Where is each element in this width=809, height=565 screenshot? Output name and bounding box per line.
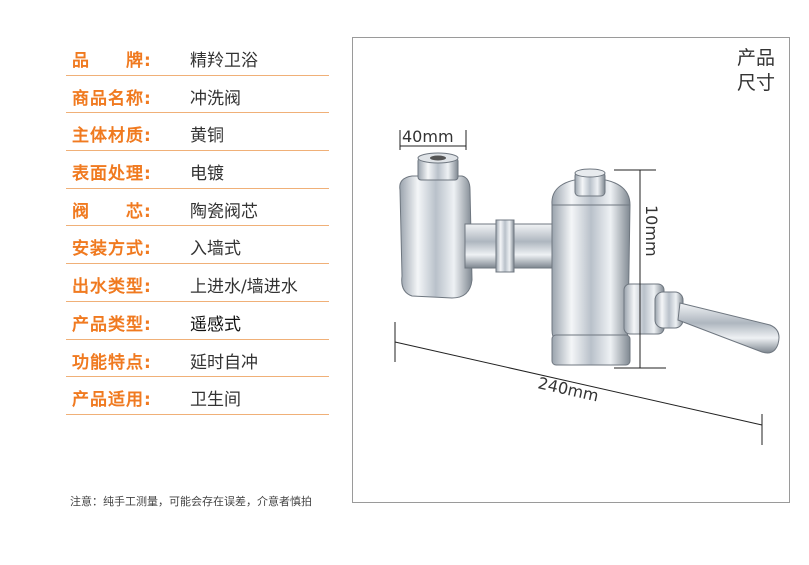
spec-label: 功能特点: [72, 352, 152, 373]
spec-value: 电镀 [190, 164, 224, 185]
dim-label-height: 10mm [642, 205, 661, 257]
spec-label: 产品适用: [72, 390, 152, 411]
spec-label: 阀 芯: [72, 201, 152, 222]
size-title: 产品 尺寸 [737, 46, 787, 96]
spec-value: 延时自冲 [190, 352, 258, 373]
spec-label: 产品类型: [72, 314, 152, 335]
spec-value: 入墙式 [190, 239, 241, 260]
measurement-note: 注意：纯手工测量，可能会存在误差，介意者慎拍 [70, 495, 312, 508]
size-title-line2: 尺寸 [737, 72, 776, 94]
spec-row-brand: 品 牌: 精羚卫浴 [66, 38, 329, 76]
dim-label-length: 240mm [536, 373, 600, 405]
product-photo-frame [352, 37, 790, 503]
spec-label: 品 牌: [72, 51, 152, 71]
spec-row-product-type: 产品类型: 遥感式 [66, 302, 329, 340]
spec-label: 出水类型: [72, 277, 152, 298]
spec-row-material: 主体材质: 黄铜 [66, 113, 329, 152]
spec-label: 主体材质: [72, 126, 152, 147]
spec-label: 表面处理: [72, 164, 152, 185]
size-title-line1: 产品 [737, 47, 776, 69]
spec-label: 安装方式: [72, 239, 152, 260]
dimension-marks [394, 130, 763, 445]
spec-value: 卫生间 [190, 390, 241, 411]
spec-row-usage: 产品适用: 卫生间 [66, 377, 329, 415]
dim-label-top: 40mm [402, 127, 454, 146]
spec-value: 精羚卫浴 [190, 51, 258, 71]
spec-row-outlet-type: 出水类型: 上进水/墙进水 [66, 264, 329, 302]
flush-valve-image [399, 152, 780, 366]
spec-label: 商品名称: [72, 88, 152, 109]
spec-row-surface: 表面处理: 电镀 [66, 151, 329, 189]
spec-value: 上进水/墙进水 [190, 277, 298, 298]
spec-table: 品 牌: 精羚卫浴 商品名称: 冲洗阀 主体材质: 黄铜 表面处理: 电镀 阀 … [66, 38, 329, 415]
spec-value: 遥感式 [190, 314, 241, 335]
spec-row-product-name: 商品名称: 冲洗阀 [66, 76, 329, 114]
spec-value: 黄铜 [190, 126, 224, 147]
spec-row-installation: 安装方式: 入墙式 [66, 226, 329, 265]
spec-value: 陶瓷阀芯 [190, 201, 258, 222]
spec-row-features: 功能特点: 延时自冲 [66, 340, 329, 378]
spec-value: 冲洗阀 [190, 88, 241, 109]
spec-row-valve-core: 阀 芯: 陶瓷阀芯 [66, 189, 329, 227]
